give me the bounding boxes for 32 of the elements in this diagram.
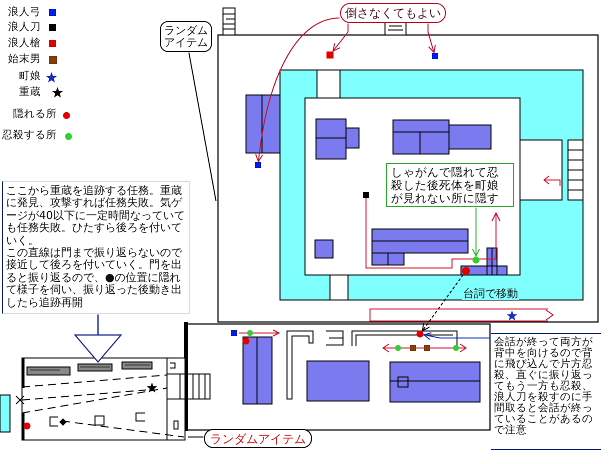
enemy-marker [432, 53, 438, 59]
legend-label: 町娘 [19, 70, 41, 83]
edge-label: 台詞で移動 [462, 287, 519, 300]
legend-label: 忍殺する所 [2, 129, 57, 142]
paragraph: この直線は門まで振り返らないので接近して後ろを付いていく。門を出ると振り返るので、●の位置に隠れて様子を伺い、振り返った後動き出したら追跡再開 [6, 247, 184, 310]
legend-label: 浪人刀 [8, 21, 41, 34]
callout: ランダムアイテム [204, 429, 312, 448]
callout: ランダムアイテム [160, 21, 212, 52]
leader-line [188, 436, 204, 438]
enemy-marker [255, 162, 261, 168]
arrow [332, 23, 348, 52]
enemy-marker [326, 52, 334, 58]
annotation-note: しゃがんで隠れて忍殺した後死体を町娘が見れない所に隠す [386, 163, 514, 207]
spot-marker [472, 256, 480, 264]
arrow [472, 207, 480, 256]
arrow [423, 332, 491, 340]
arrow [255, 18, 340, 162]
legend-label: 隠れる所 [13, 108, 57, 121]
annotation-note: 会話が終って両方が背中を向けるので背に飛び込んで片方忍殺、直ぐに振り返ってもう一方も忍殺、浪人刀を殺すのに手間取ると会話が終っていることがあるので注意 [491, 333, 601, 450]
paragraph: ここから重蔵を追跡する任務。重蔵に発見、攻撃すれば任務失敗。気ゲージが40以下に一定時間なっていても任務失敗。ひたすら後ろを付いていく。 [6, 185, 186, 247]
callout: 倒さなくてもよい [340, 3, 446, 23]
spot-marker [416, 330, 424, 338]
mission-note [2, 181, 190, 314]
arrow [74, 314, 122, 363]
spot-marker [462, 267, 470, 275]
arrow [428, 23, 436, 53]
legend-label: 始末男 [8, 53, 41, 66]
legend-label: 浪人槍 [8, 37, 41, 50]
legend-label: 浪人弓 [8, 6, 41, 19]
leader-line [188, 52, 216, 202]
arrow [422, 274, 464, 332]
legend-label: 重蔵 [19, 86, 41, 99]
